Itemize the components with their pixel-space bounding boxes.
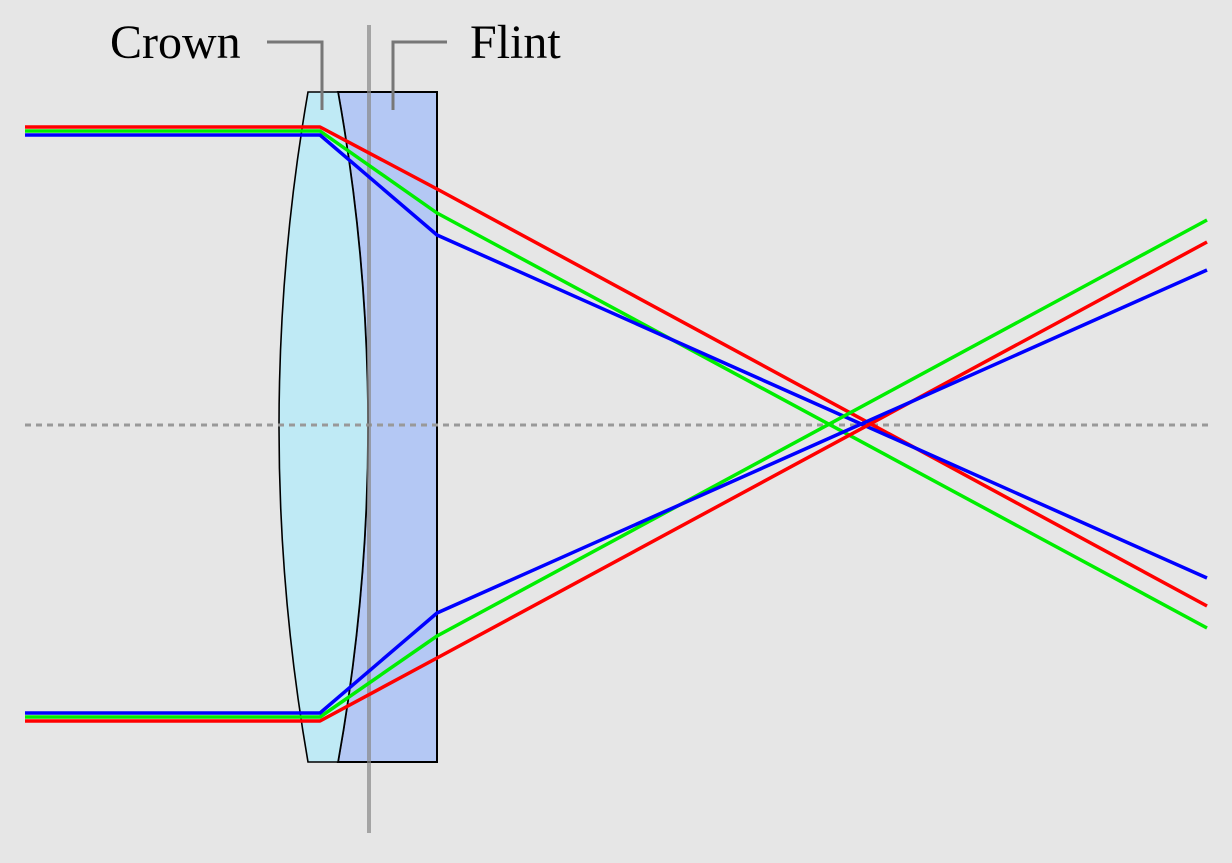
crown-lens	[278, 91, 369, 763]
crown-label: Crown	[110, 16, 241, 69]
flint-label: Flint	[470, 16, 561, 69]
ray-red-bottom	[25, 240, 1208, 723]
ray-red-top	[25, 125, 1208, 608]
ray-green-bottom	[25, 218, 1208, 719]
ray-green-top	[25, 129, 1208, 630]
crown-leader-line	[267, 40, 324, 110]
ray-blue-top	[25, 133, 1208, 580]
flint-leader-line	[391, 40, 447, 110]
ray-blue-bottom	[25, 268, 1208, 715]
